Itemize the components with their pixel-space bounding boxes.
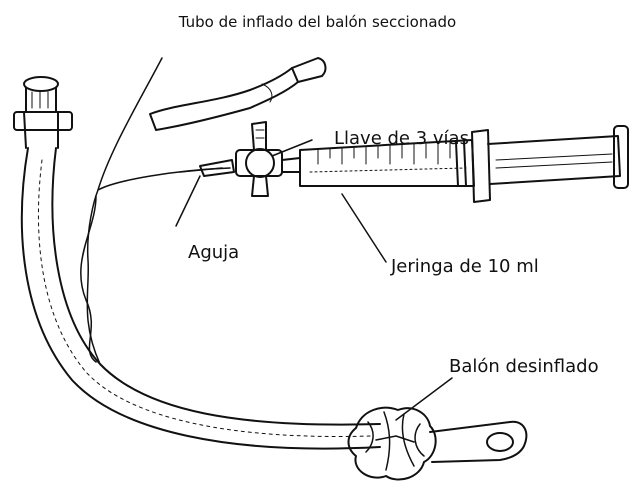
stopcock-handle <box>252 122 266 150</box>
connector-shading <box>32 92 48 108</box>
deflated-cuff <box>349 408 436 480</box>
pilot-line-upper <box>98 58 162 190</box>
three-way-stopcock <box>236 122 282 196</box>
label-stopcock: Llave de 3 vías <box>334 130 469 148</box>
tube-tip <box>430 422 526 462</box>
pilot-line <box>87 168 230 364</box>
syringe-fluid <box>310 168 466 172</box>
stopcock-valve <box>246 149 274 177</box>
tube-outer-wall <box>22 148 380 449</box>
inflation-line <box>81 58 326 364</box>
plunger-rod-lines <box>496 154 612 168</box>
cuff-outline <box>349 408 436 480</box>
label-cuff: Balón desinflado <box>449 358 599 376</box>
stopcock-lower-arm <box>252 176 268 196</box>
tip-outline <box>430 422 526 462</box>
syringe-flange <box>472 130 490 202</box>
stopcock-body <box>236 150 282 176</box>
syringe-plunger <box>488 136 620 184</box>
leader-lines <box>176 140 452 420</box>
leader-needle <box>176 176 200 226</box>
label-needle: Aguja <box>188 244 239 262</box>
syringe-tip <box>282 158 300 172</box>
tube-inner-wall <box>52 148 380 425</box>
leader-stopcock <box>272 140 312 156</box>
connector-top <box>24 77 58 91</box>
leader-syringe <box>342 194 386 262</box>
label-syringe: Jeringa de 10 ml <box>391 258 539 276</box>
stopcock-ribs <box>256 130 264 138</box>
connector-flange <box>14 112 72 130</box>
murphy-eye <box>487 433 513 451</box>
cuff-folds <box>366 412 424 470</box>
pilot-balloon <box>150 68 298 130</box>
